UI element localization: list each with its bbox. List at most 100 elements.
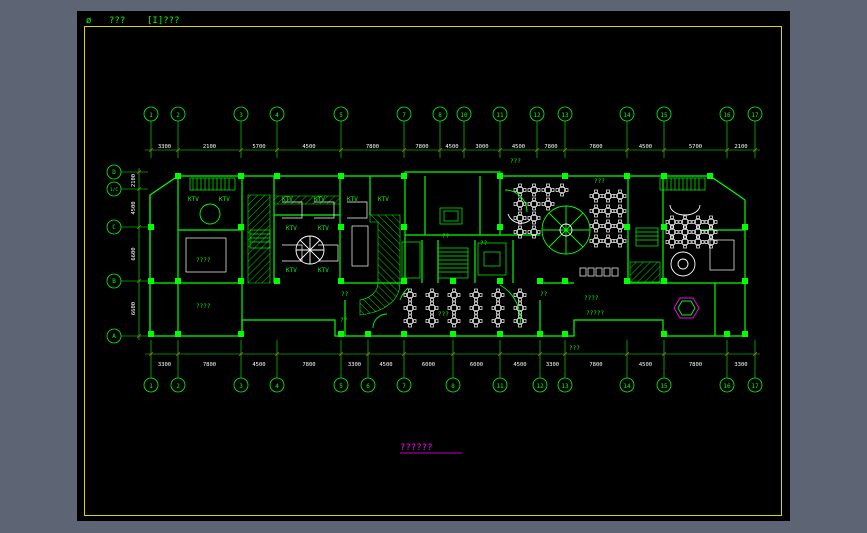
table-set: [589, 234, 603, 248]
dim-bottom-11: 4500: [639, 362, 652, 368]
axis-bubble-bottom-11: 14: [623, 383, 631, 390]
table-set: [447, 314, 461, 328]
dim-bottom-9: 3300: [546, 362, 559, 368]
table-set: [527, 225, 541, 239]
table-set: [469, 301, 483, 315]
dim-bottom-3: 7800: [302, 362, 315, 368]
room-label-h: ????: [584, 295, 599, 302]
column-41: [661, 224, 667, 230]
column-4: [401, 173, 407, 179]
room-label-i: ?????: [586, 310, 604, 317]
axis-bubble-bottom-10: 13: [561, 383, 569, 390]
column-14: [338, 278, 344, 284]
table-set: [491, 288, 505, 302]
room-labels: KTV KTV KTV KTV KTV KTV KTV KTV KTV KTV …: [188, 158, 605, 352]
booth-seat: [587, 267, 595, 277]
axis-bubble-top-1: 2: [176, 112, 180, 119]
table-set: [469, 288, 483, 302]
axis-bubble-top-9: 12: [533, 112, 541, 119]
room-label-ktv-6: KTV: [378, 196, 389, 203]
axis-bubble-bottom-6: 7: [402, 383, 406, 390]
table-set: [513, 225, 527, 239]
table-set: [613, 234, 627, 248]
column-38: [401, 224, 407, 230]
table-set: [589, 219, 603, 233]
column-12: [238, 278, 244, 284]
table-set: [691, 235, 705, 249]
table-set: [447, 301, 461, 315]
room-label-ktv-1: KTV: [188, 196, 199, 203]
room-label-ktv-5: KTV: [347, 196, 358, 203]
column-24: [175, 331, 181, 337]
table-set: [704, 235, 718, 249]
ktv-sofa-4: [318, 244, 339, 262]
axis-bubble-bottom-3: 4: [275, 383, 279, 390]
room-label-d: ??: [480, 240, 488, 247]
axis-bubble-top-11: 14: [623, 112, 631, 119]
axis-bubble-bottom-13: 16: [723, 383, 731, 390]
axis-bubble-bottom-5: 6: [366, 383, 370, 390]
table-set: [613, 219, 627, 233]
axis-bubble-top-3: 4: [275, 112, 279, 119]
layer-indicator[interactable]: ø: [86, 16, 92, 26]
room-label-e: ???: [510, 158, 521, 165]
dim-top-0: 3300: [158, 144, 171, 150]
dim-left-1: 4500: [131, 201, 137, 214]
column-18: [537, 278, 543, 284]
drawing-header-title: ???: [109, 16, 126, 26]
column-8: [661, 173, 667, 179]
column-9: [707, 173, 713, 179]
axis-bubble-left-4: A: [112, 333, 116, 340]
room-label-f: ???: [594, 178, 605, 185]
column-42: [742, 224, 748, 230]
dim-top-7: 3000: [475, 144, 488, 150]
column-43: [148, 224, 154, 230]
axis-bubble-top-4: 5: [339, 112, 343, 119]
axis-bubble-top-12: 15: [660, 112, 668, 119]
dim-bottom-0: 3300: [158, 362, 171, 368]
drawing-title: ??????: [400, 443, 433, 453]
table-set: [555, 183, 569, 197]
table-set: [527, 211, 541, 225]
axis-bubble-bottom-14: 17: [751, 383, 759, 390]
room-label-ktv-2: KTV: [219, 196, 230, 203]
column-28: [401, 331, 407, 337]
column-7: [624, 173, 630, 179]
dim-bottom-4: 3300: [348, 362, 361, 368]
dim-top-10: 7800: [589, 144, 602, 150]
drawing-header-subtitle: [I]???: [147, 16, 180, 26]
column-32: [562, 331, 568, 337]
table-set: [425, 301, 439, 315]
booth-seat: [579, 267, 587, 277]
dim-top-11: 4500: [639, 144, 652, 150]
table-set: [601, 219, 615, 233]
bed: [185, 237, 227, 273]
table-set: [403, 314, 417, 328]
dim-bottom-5: 4500: [379, 362, 392, 368]
column-23: [148, 331, 154, 337]
dim-top-2: 5700: [252, 144, 265, 150]
table-set: [541, 197, 555, 211]
table-set: [447, 288, 461, 302]
column-13: [274, 278, 280, 284]
table-set: [425, 288, 439, 302]
dim-bottom-1: 7800: [203, 362, 216, 368]
table-set: [491, 314, 505, 328]
column-30: [497, 331, 503, 337]
dim-bottom-10: 7800: [589, 362, 602, 368]
column-6: [562, 173, 568, 179]
feature-tables: [199, 189, 701, 329]
axis-bubble-top-0: 1: [149, 112, 153, 119]
furniture: [185, 183, 735, 328]
table-set: [541, 183, 555, 197]
table-set: [527, 197, 541, 211]
booth-seat: [603, 267, 611, 277]
room-label-g: ???: [438, 311, 449, 318]
table-set: [513, 288, 527, 302]
table-set: [589, 189, 603, 203]
booth-seat: [611, 267, 619, 277]
column-37: [338, 224, 344, 230]
room-label-ktv-10: KTV: [318, 267, 329, 274]
